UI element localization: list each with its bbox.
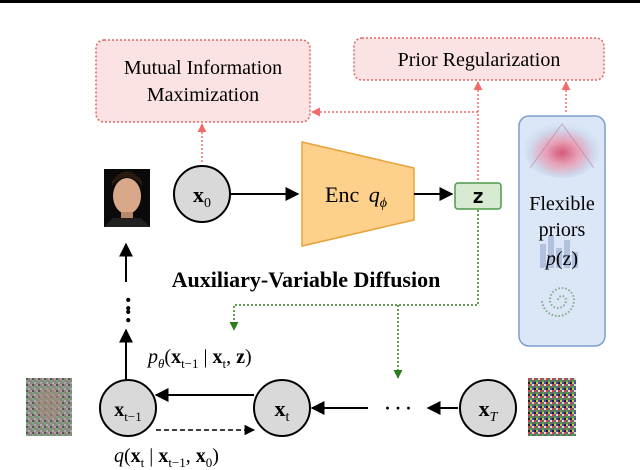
encoder-q: q: [369, 182, 380, 207]
vertical-ellipsis-2: :: [124, 299, 133, 328]
encoder-label: Enc: [325, 182, 359, 207]
header-fragment: p: [534, 0, 544, 2]
node-xtm1: xt−1: [99, 379, 157, 437]
horizontal-ellipsis: · · ·: [384, 398, 411, 418]
node-xt: xt: [253, 379, 311, 437]
xtm1-base: x: [114, 399, 124, 421]
xt-base: x: [275, 396, 286, 421]
prior-regularization-box: Prior Regularization: [353, 37, 605, 81]
gaussian-surface-image: [524, 122, 600, 178]
latent-z-box: z: [454, 182, 502, 210]
latent-z-label: z: [472, 184, 484, 208]
forward-process-label: q(xt | xt−1, x0): [114, 445, 219, 470]
noisy-face-image: [26, 378, 72, 436]
pz-arg: (z): [556, 248, 578, 270]
histogram-image: [540, 236, 578, 268]
mutual-information-box: Mutual Information Maximization: [95, 39, 311, 123]
mi-line1: Mutual Information: [124, 57, 282, 79]
mi-line2: Maximization: [147, 84, 259, 106]
svg-text:xt−1: xt−1: [114, 399, 141, 424]
svg-text:xt: xt: [275, 396, 290, 425]
x0-base: x: [193, 182, 204, 207]
svg-text:Enc qϕ: Enc qϕ: [325, 182, 387, 211]
xtm1-sub: t−1: [124, 409, 141, 424]
x0-sub: 0: [204, 196, 211, 211]
encoder-phi: ϕ: [380, 196, 387, 211]
node-x0: x0: [173, 165, 231, 223]
node-xT: xT: [459, 379, 517, 437]
flexible-line2: priors: [539, 219, 586, 241]
green-dotted-arrows: [229, 210, 479, 379]
xt-sub: t: [286, 410, 290, 425]
reverse-process-label: pθ(xt−1 | xt, z): [146, 346, 252, 371]
svg-text:x0: x0: [193, 182, 211, 211]
encoder-block: Enc qϕ: [301, 141, 415, 247]
flexible-priors-panel: Flexible priors p(z): [518, 115, 606, 347]
vertical-ellipsis: :: [124, 287, 133, 316]
svg-text:xT: xT: [479, 396, 499, 425]
prior-regularization-label: Prior Regularization: [398, 49, 561, 71]
red-dotted-arrows: [197, 81, 571, 180]
pure-noise-image: [528, 378, 576, 436]
face-image-x0: [104, 169, 150, 227]
header-rule: [0, 0, 640, 3]
xT-base: x: [479, 396, 490, 421]
spiral-samples-image: [541, 287, 576, 317]
svg-text:p(z): p(z): [544, 248, 578, 270]
flexible-line1: Flexible: [529, 193, 595, 215]
pz-p: p: [544, 248, 556, 270]
diagram-title: Auxiliary-Variable Diffusion: [172, 267, 441, 292]
xT-sub: T: [490, 410, 499, 425]
